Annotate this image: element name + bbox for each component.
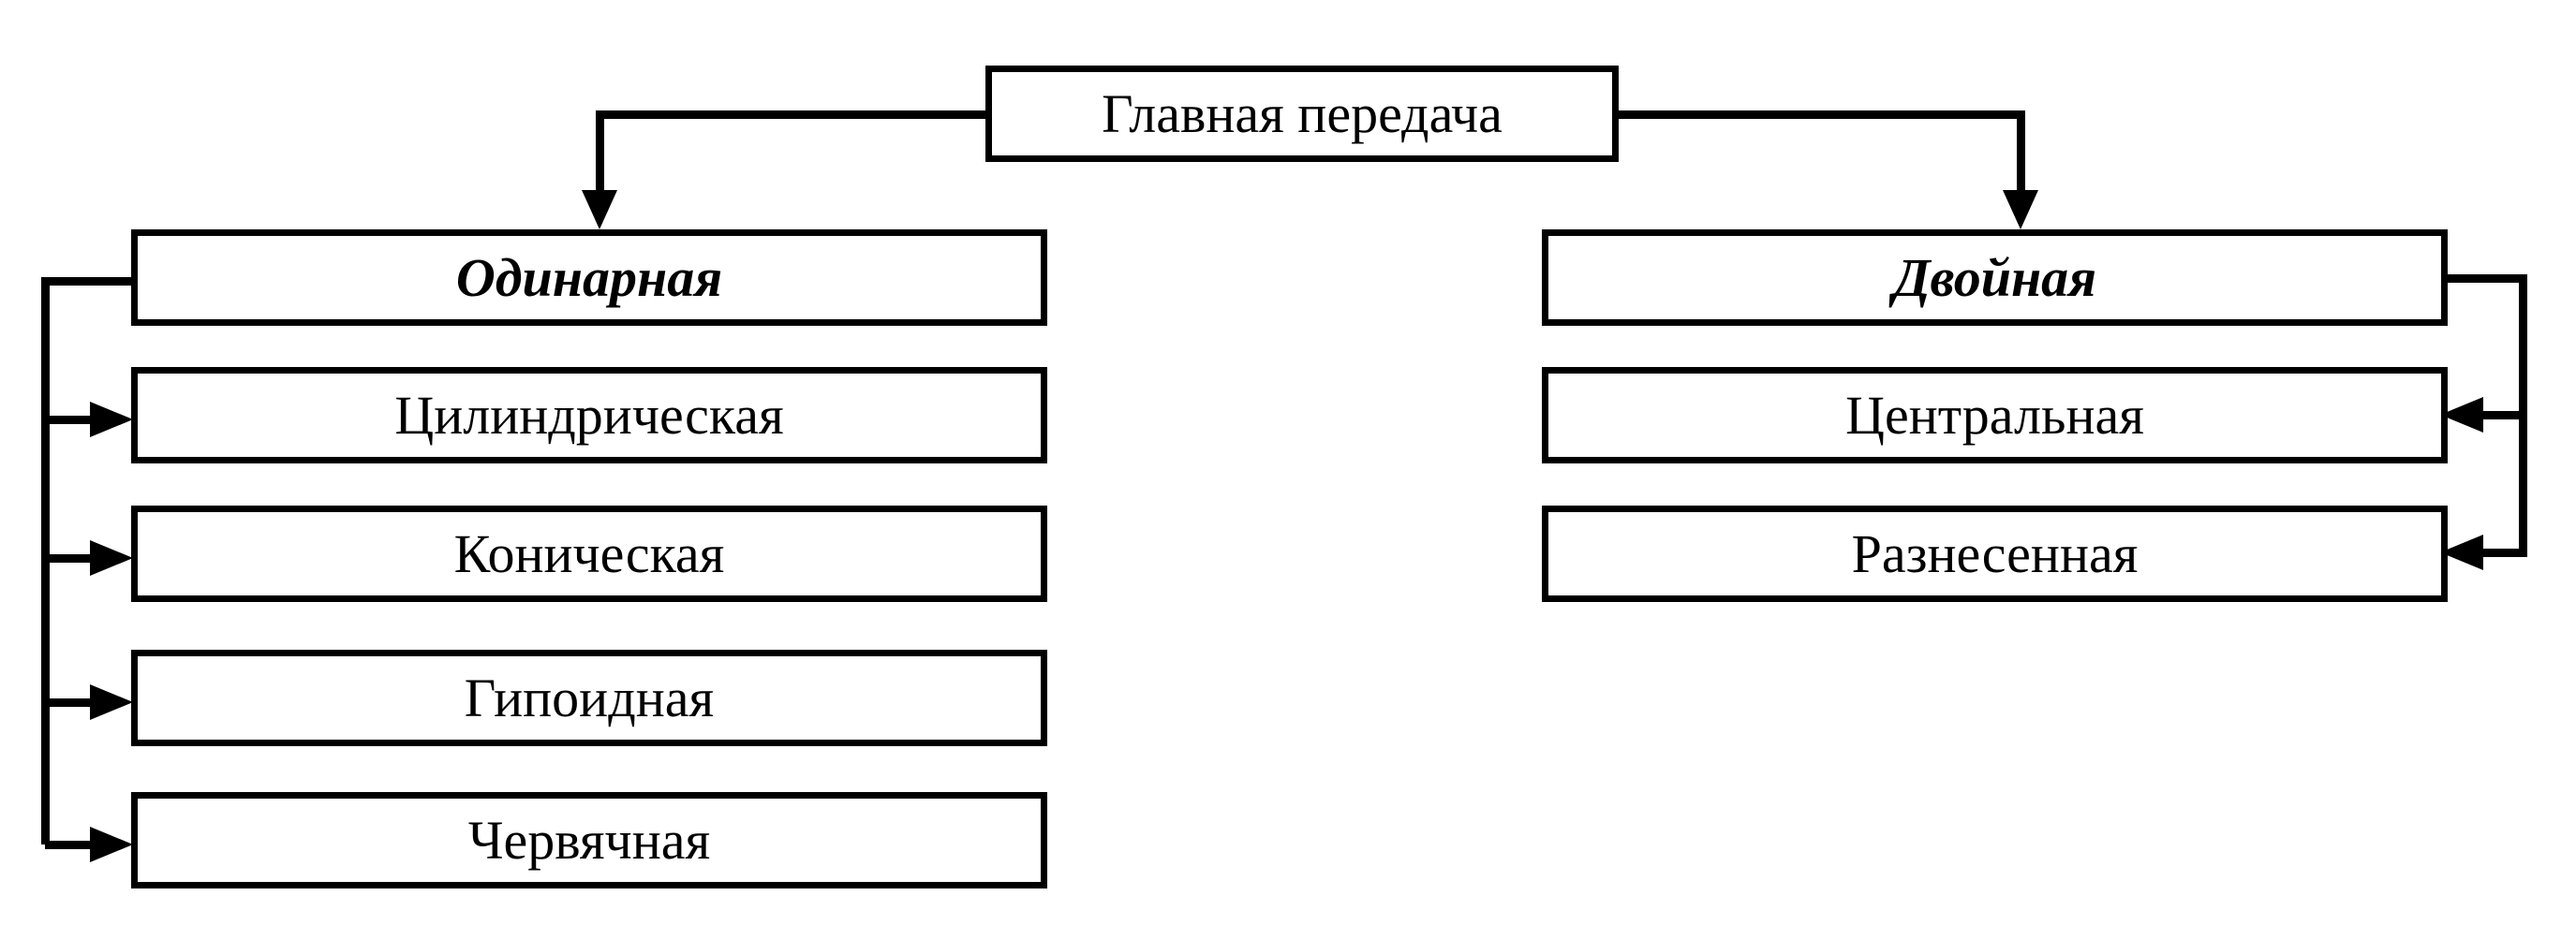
node-chervyachnaya-label: Червячная — [467, 809, 711, 871]
node-root[interactable]: Главная передача — [985, 66, 1619, 162]
right-trunk-vertical-line — [2519, 274, 2527, 555]
left-arrowhead-icon-3 — [90, 684, 133, 720]
node-cilindricheskaya[interactable]: Цилиндрическая — [131, 367, 1047, 463]
node-cilindricheskaya-label: Цилиндрическая — [394, 384, 784, 446]
root-right-horizontal-line — [1613, 110, 2025, 119]
left-arrowhead-icon-4 — [90, 827, 133, 862]
right-arrow-line-2 — [2475, 549, 2527, 557]
node-gipoidnaya[interactable]: Гипоидная — [131, 650, 1047, 746]
node-centralnaya-label: Центральная — [1845, 384, 2144, 446]
node-odinarnaya-label: Одинарная — [455, 246, 723, 308]
node-raznesennaya[interactable]: Разнесенная — [1542, 506, 2448, 602]
left-arrowhead-icon-1 — [90, 402, 133, 437]
node-dvojnaya-label: Двойная — [1892, 246, 2097, 308]
left-arrow-line-4 — [45, 841, 97, 849]
root-right-arrowhead-icon — [2003, 190, 2038, 229]
left-arrow-line-1 — [45, 416, 97, 424]
node-konicheskaya-label: Коническая — [453, 522, 725, 584]
right-trunk-stub-line — [2443, 274, 2527, 283]
left-trunk-vertical-line — [41, 277, 50, 844]
root-left-vertical-line — [596, 110, 604, 193]
left-arrow-line-2 — [45, 554, 97, 563]
node-gipoidnaya-label: Гипоидная — [464, 667, 715, 728]
left-arrow-line-3 — [45, 698, 97, 707]
root-left-horizontal-line — [596, 110, 989, 119]
root-right-vertical-line — [2017, 110, 2025, 193]
left-trunk-stub-line — [41, 277, 135, 286]
root-left-arrowhead-icon — [582, 190, 617, 229]
node-dvojnaya[interactable]: Двойная — [1542, 229, 2448, 326]
node-centralnaya[interactable]: Центральная — [1542, 367, 2448, 463]
left-arrowhead-icon-2 — [90, 540, 133, 576]
node-konicheskaya[interactable]: Коническая — [131, 506, 1047, 602]
node-root-label: Главная передача — [1102, 82, 1503, 144]
node-raznesennaya-label: Разнесенная — [1851, 522, 2139, 584]
right-arrow-line-1 — [2475, 411, 2527, 419]
node-odinarnaya[interactable]: Одинарная — [131, 229, 1047, 326]
node-chervyachnaya[interactable]: Червячная — [131, 792, 1047, 888]
